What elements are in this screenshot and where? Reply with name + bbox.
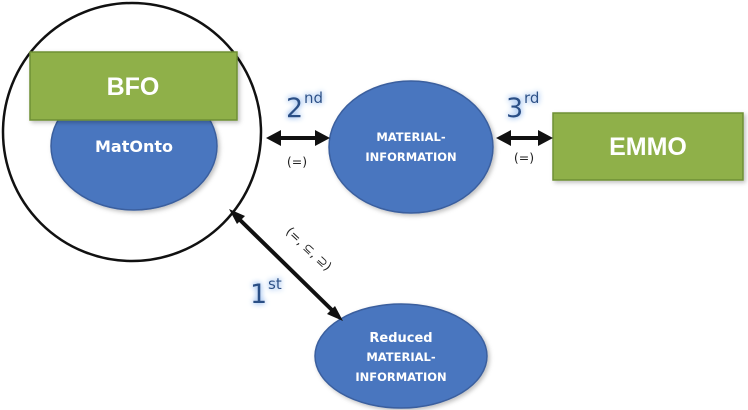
third-ordinal-number: 3 [506,93,523,124]
bfo-label: BFO [107,73,160,101]
material-information-label-line2: INFORMATION [365,150,456,164]
reduced-label-line1: Reduced [369,331,432,346]
emmo-label: EMMO [609,133,687,161]
arrow-second [266,130,330,146]
emmo-node [552,112,744,181]
reduced-label-line3: INFORMATION [355,370,446,384]
material-information-node [328,80,494,214]
second-relation-label: (=) [287,154,307,169]
reduced-label-line2: MATERIAL- [366,350,436,364]
third-relation-label: (=) [514,150,534,165]
first-relation-label: (=, ⊆, ⊇) [283,224,335,274]
material-information-label-line1: MATERIAL- [376,130,446,144]
first-ordinal: 1 st [250,275,282,310]
second-ordinal-number: 2 [286,93,303,124]
bfo-node [29,51,238,121]
third-ordinal-suffix: rd [524,89,539,107]
reduced-material-information-node [314,303,488,409]
matonto-label: MatOnto [95,137,173,156]
arrow-third [496,130,553,146]
third-ordinal: 3 rd [506,89,539,124]
second-ordinal-suffix: nd [304,89,323,107]
first-ordinal-number: 1 [250,279,267,310]
first-ordinal-suffix: st [268,275,282,293]
second-ordinal: 2 nd [286,89,323,124]
arrow-first [229,209,343,321]
